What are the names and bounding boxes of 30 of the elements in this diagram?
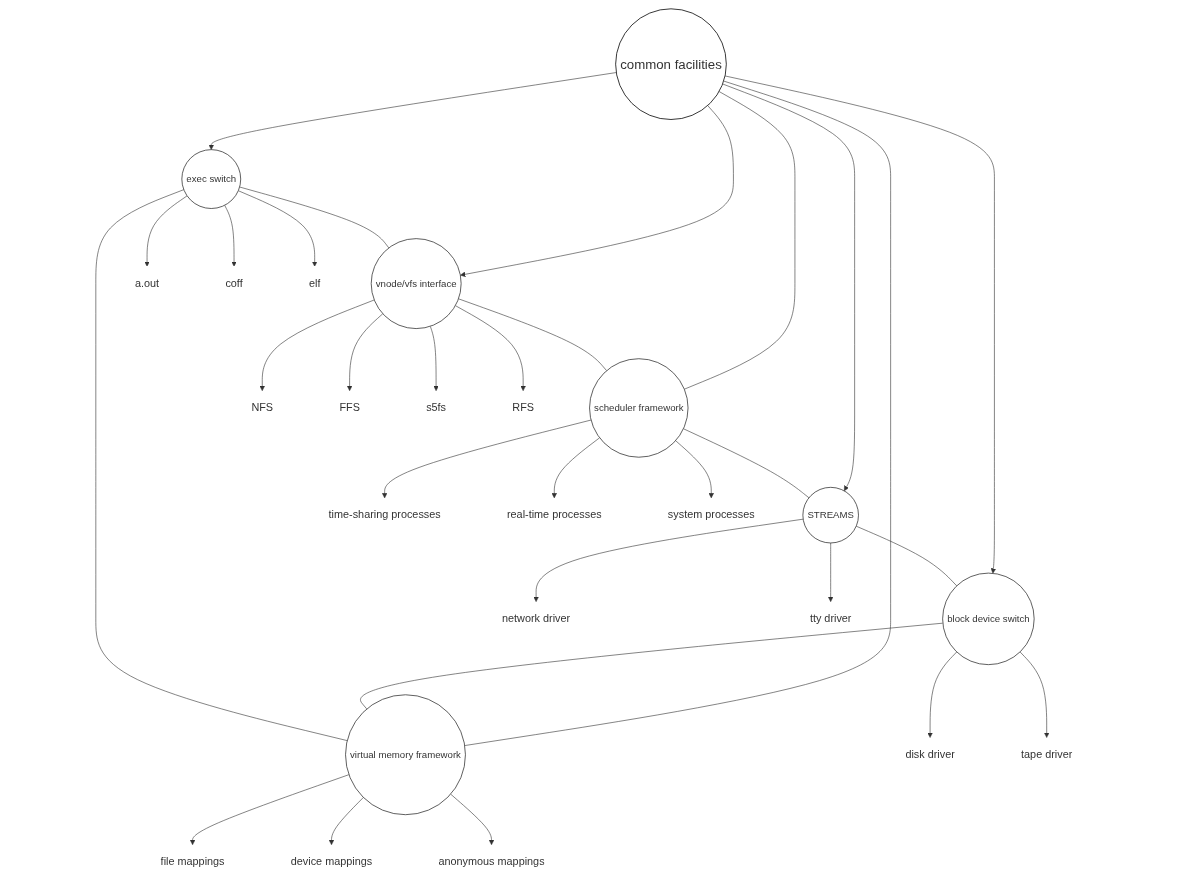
node-text: device mappings (291, 855, 373, 868)
node-circle: virtual memory framework (345, 694, 467, 816)
connector (458, 298, 608, 371)
node-text: file mappings (161, 855, 225, 868)
node-circle: STREAMS (802, 486, 860, 544)
node-circle: block device switch (942, 572, 1035, 665)
node-text: tape driver (1021, 748, 1073, 761)
node-text: elf (309, 277, 321, 290)
node-text: anonymous mappings (438, 855, 545, 868)
node-text: FFS (339, 401, 361, 414)
connector (856, 525, 958, 587)
node-text: s5fs (426, 401, 447, 414)
connector (239, 186, 390, 249)
node-text: time-sharing processes (328, 508, 442, 521)
node-text: tty driver (810, 612, 852, 625)
node-text: NFS (251, 401, 274, 414)
node-text: system processes (668, 508, 756, 521)
node-text: real-time processes (507, 508, 602, 521)
node-circle: exec switch (181, 149, 242, 209)
node-text: disk driver (905, 748, 956, 761)
node-circle: vnode/vfs interface (371, 238, 462, 329)
node-circle: scheduler framework (589, 358, 689, 458)
connector (683, 428, 810, 499)
node-text: coff (225, 277, 244, 290)
node-text: a.out (135, 277, 160, 290)
node-text: RFS (512, 401, 535, 414)
node-text: network driver (502, 612, 571, 625)
node-circle: common facilities (615, 8, 728, 120)
connector (360, 622, 944, 710)
connector (684, 91, 796, 390)
